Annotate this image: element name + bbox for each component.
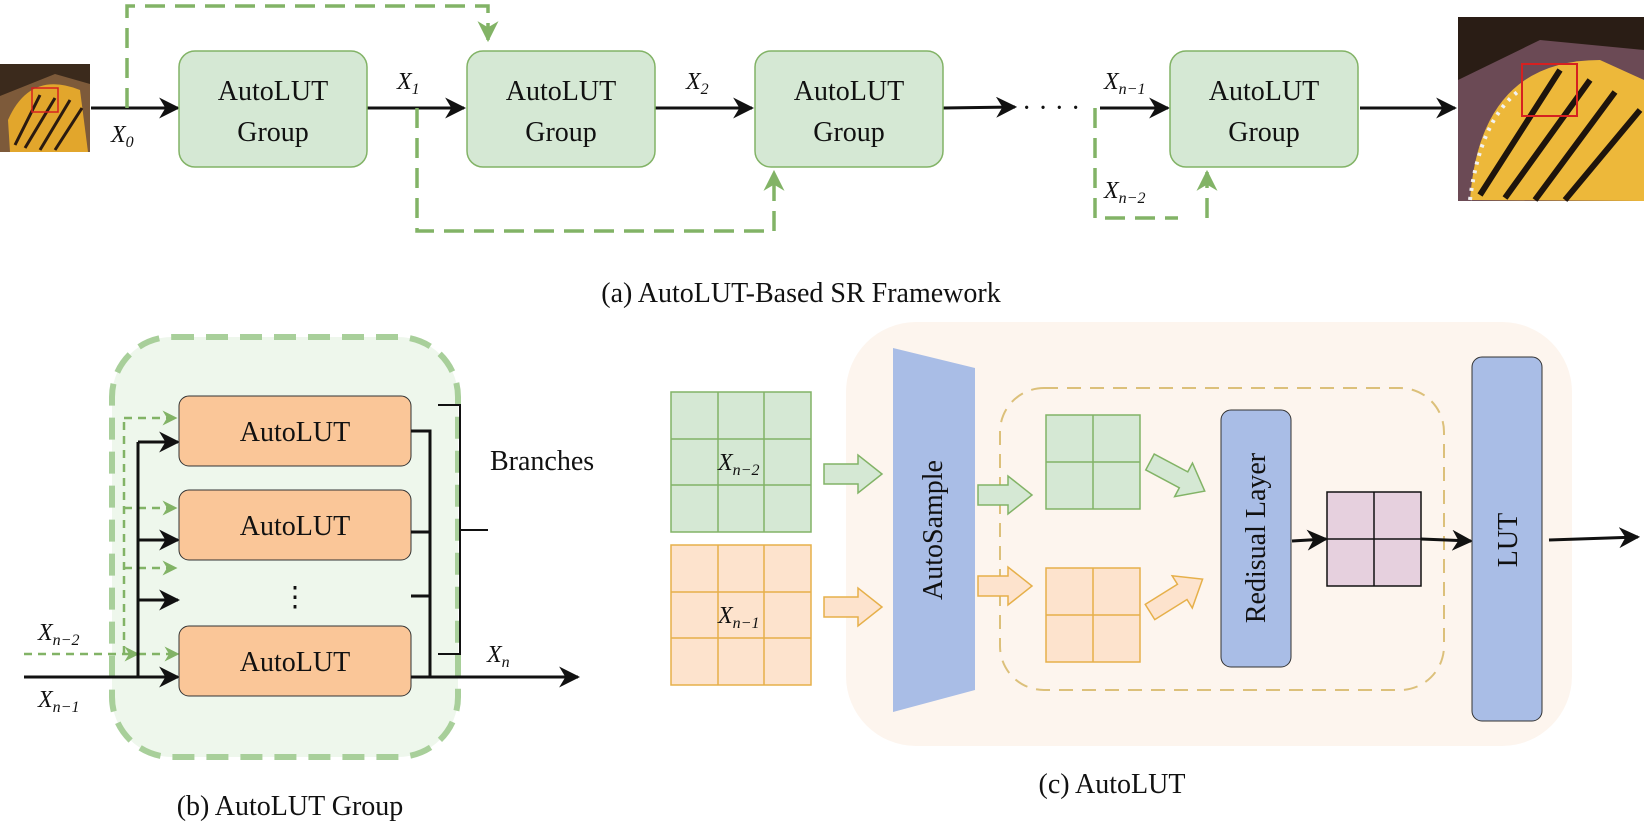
block-arrow-orange-1 [823, 586, 884, 628]
autolut-unit-1: AutoLUT [178, 395, 412, 467]
vertical-ellipsis: ⋮ [281, 582, 309, 613]
label-x0: X0 [110, 122, 134, 151]
group-1-label-line1: AutoLUT [218, 76, 328, 107]
label-xn1: Xn−1 [1103, 69, 1145, 98]
lut-block [1471, 356, 1543, 722]
lut-label: LUT [1493, 513, 1524, 567]
autolut-group-2: AutoLUT Group [466, 50, 656, 168]
autolut-unit-3: AutoLUT [178, 625, 412, 697]
output-butterfly-image [1458, 17, 1644, 202]
caption-a: (a) AutoLUT-Based SR Framework [601, 278, 1000, 309]
grid-input-xn1: Xn−1 [670, 544, 812, 686]
label-b-xn2: Xn−2 [37, 620, 79, 649]
block-arrow-green-2 [977, 474, 1034, 516]
branches-label: Branches [490, 446, 594, 477]
autolut-unit-3-label: AutoLUT [240, 647, 350, 678]
block-arrow-orange-3 [1144, 574, 1204, 621]
skip-connection-xn2 [1093, 108, 1178, 220]
arrow-to-ellipsis [942, 96, 1018, 118]
grid-residual-output [1326, 491, 1422, 587]
label-b-xn: Xn [486, 642, 510, 671]
residual-layer-label: Redisual Layer [1241, 452, 1272, 623]
output-arrow-lut [1548, 527, 1641, 549]
label-x2: X2 [685, 69, 709, 98]
autolut-unit-2-label: AutoLUT [240, 511, 350, 542]
autolut-group-3: AutoLUT Group [754, 50, 944, 168]
autolut-unit-2: AutoLUT [178, 489, 412, 561]
grid-sampled-orange [1045, 567, 1141, 663]
caption-b: (b) AutoLUT Group [177, 791, 404, 822]
block-arrow-green-1 [823, 453, 884, 495]
autolut-group-n: AutoLUT Group [1169, 50, 1359, 168]
arrow-residual-to-grid [1291, 529, 1329, 551]
ellipsis-dots: · · · · [1022, 93, 1080, 124]
block-arrow-orange-2 [977, 565, 1034, 607]
skip-connection-x1 [415, 108, 785, 233]
panel-a: · · · · AutoLUT Group AutoLUT Group Auto… [0, 4, 1644, 309]
group-3-label-line1: AutoLUT [794, 76, 904, 107]
group-2-label-line2: Group [525, 117, 597, 148]
panel-c: Xn−2 Xn−1 AutoSample [670, 322, 1641, 800]
group-n-label-line1: AutoLUT [1209, 76, 1319, 107]
caption-c: (c) AutoLUT [1039, 769, 1186, 800]
grid-sampled-green [1045, 414, 1141, 510]
group-2-label-line1: AutoLUT [506, 76, 616, 107]
label-b-xn1: Xn−1 [37, 687, 79, 716]
input-butterfly-image [0, 64, 90, 152]
block-arrow-green-3 [1144, 453, 1206, 498]
skip-connection-x0 [125, 4, 499, 108]
autosample-block [893, 348, 975, 712]
autolut-container [846, 322, 1572, 746]
group-3-label-line2: Group [813, 117, 885, 148]
grid-xn2-label: Xn−2 [717, 450, 759, 479]
grid-input-xn2: Xn−2 [670, 391, 812, 533]
autolut-group-1: AutoLUT Group [178, 50, 368, 168]
group-n-label-line2: Group [1228, 117, 1300, 148]
label-x1: X1 [396, 69, 420, 98]
label-xn2: Xn−2 [1103, 178, 1145, 207]
autosample-label: AutoSample [918, 460, 949, 600]
arrow-grid-to-lut [1420, 529, 1474, 551]
residual-layer-block [1220, 409, 1292, 668]
group-1-label-line2: Group [237, 117, 309, 148]
grid-xn1-label: Xn−1 [717, 603, 759, 632]
panel-b: AutoLUT AutoLUT ⋮ AutoLUT Branches Xn−2 … [24, 334, 594, 822]
autolut-unit-1-label: AutoLUT [240, 417, 350, 448]
